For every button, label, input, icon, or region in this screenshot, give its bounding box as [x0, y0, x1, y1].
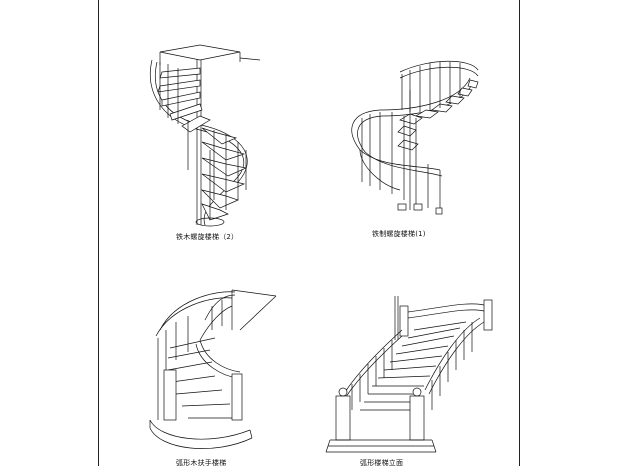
caption-curved-wood: 弧形木扶手楼梯: [176, 459, 227, 467]
sheet-border-left: [98, 0, 99, 466]
caption-spiral-iron: 铁制螺旋楼梯(1): [372, 230, 426, 238]
caption-curved-grand: 弧形楼梯立面: [360, 459, 404, 467]
caption-spiral-wood: 铁木螺旋楼梯（2）: [176, 233, 239, 241]
sheet-border-right: [519, 0, 520, 466]
